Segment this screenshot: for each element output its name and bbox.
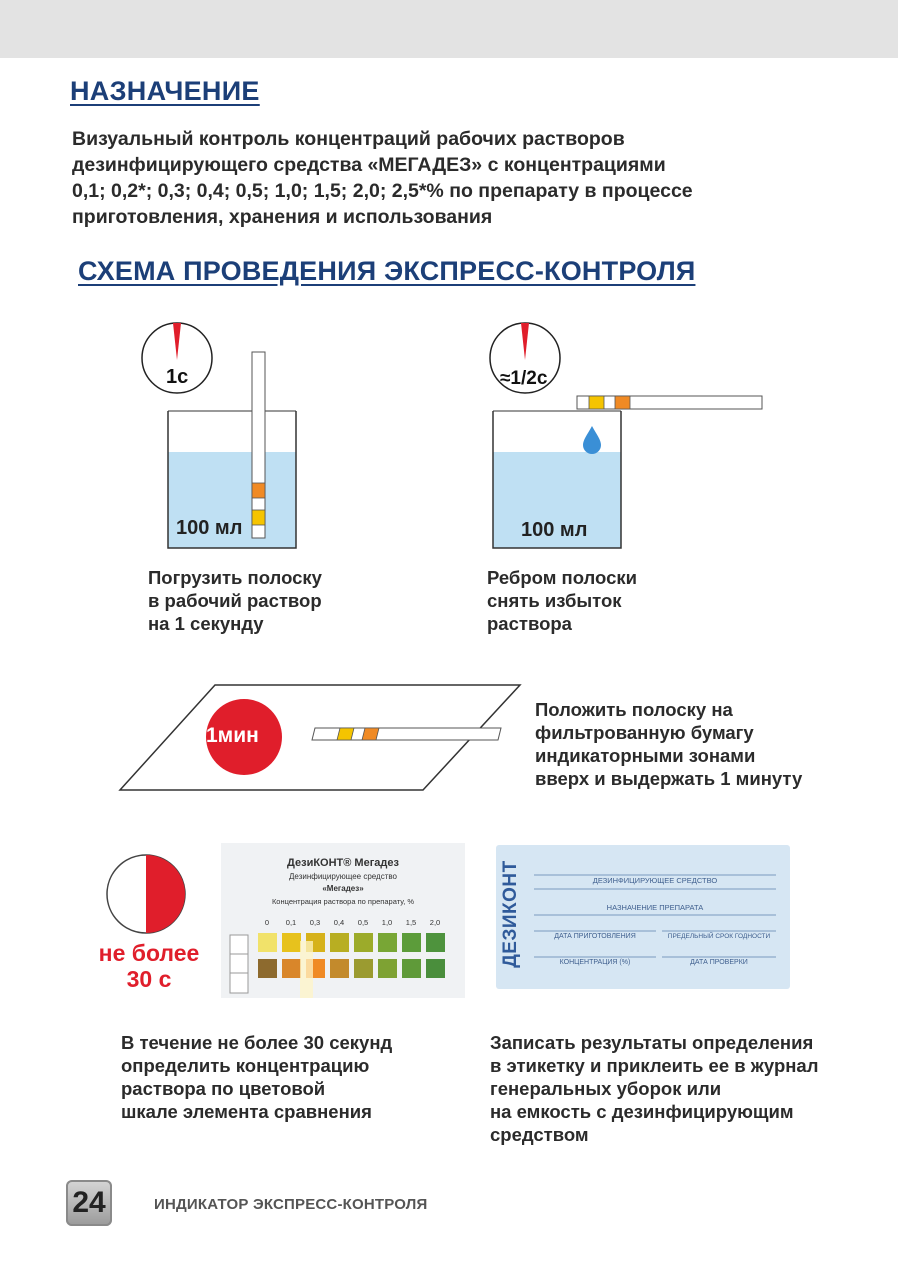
caption-line: Записать результаты определения — [490, 1032, 814, 1053]
scale-value: 0,3 — [309, 918, 321, 927]
color-swatch-grid — [229, 933, 445, 998]
footer-title: ИНДИКАТОР ЭКСПРЕСС-КОНТРОЛЯ — [154, 1196, 428, 1213]
caption-line: средством — [490, 1124, 589, 1145]
beaker-outline — [492, 411, 622, 549]
label-card: ДЕЗИКОНТ ДЕЗИНФИЦИРУЮЩЕЕ СРЕДСТВО НАЗНАЧ… — [496, 845, 790, 989]
caption-line: на емкость с дезинфицирующим — [490, 1101, 794, 1122]
step1-volume: 100 мл — [176, 517, 243, 539]
caption-line: снять избыток — [487, 590, 622, 611]
strip-zone-orange — [614, 395, 631, 410]
caption-line: раствора по цветовой — [121, 1078, 326, 1099]
step1-caption: Погрузить полоску в рабочий раствор на 1… — [148, 566, 322, 635]
step2-timer-label: ≈1/2с — [500, 368, 548, 389]
drop-icon — [583, 426, 601, 454]
timer-circle — [206, 699, 282, 775]
caption-line: Положить полоску на — [535, 699, 733, 720]
step2-caption: Ребром полоски снять избыток раствора — [487, 566, 637, 635]
scale-card-subtitle: «Мегадез» — [322, 884, 364, 893]
beaker-liquid — [168, 452, 296, 548]
step1-timer-label: 1с — [166, 366, 189, 388]
scale-value: 0,1 — [285, 918, 297, 927]
step3-caption: Положить полоску на фильтрованную бумагу… — [535, 698, 802, 790]
label-field: ДАТА ПРИГОТОВЛЕНИЯ — [554, 933, 636, 940]
step5-caption: Записать результаты определения в этикет… — [490, 1031, 818, 1146]
step3-illustration — [118, 684, 522, 791]
label-field: КОНЦЕНТРАЦИЯ (%) — [559, 959, 631, 966]
caption-line: на 1 секунду — [148, 613, 264, 634]
strip-zone-orange — [361, 727, 380, 741]
caption-line: в этикетку и приклеить ее в журнал — [490, 1055, 819, 1076]
caption-line: вверх и выдержать 1 минуту — [535, 768, 803, 789]
half-clock-icon — [106, 854, 186, 934]
section-title-scheme: СХЕМА ПРОВЕДЕНИЯ ЭКСПРЕСС-КОНТРОЛЯ — [78, 256, 696, 286]
caption-line: фильтрованную бумагу — [535, 722, 754, 743]
scale-value: 0 — [264, 918, 270, 927]
caption-line: определить концентрацию — [121, 1055, 370, 1076]
time-limit-line: не более — [98, 940, 200, 966]
caption-line: индикаторными зонами — [535, 745, 756, 766]
step4-caption: В течение не более 30 секунд определить … — [121, 1031, 392, 1123]
section-title-purpose: НАЗНАЧЕНИЕ — [70, 76, 260, 106]
scale-value: 2,0 — [429, 918, 441, 927]
step3-timer-label: 1мин — [206, 724, 259, 747]
caption-line: шкале элемента сравнения — [121, 1101, 372, 1122]
purpose-line: приготовления, хранения и использования — [72, 206, 493, 228]
purpose-text: Визуальный контроль концентраций рабочих… — [72, 126, 772, 230]
scale-value: 0,5 — [357, 918, 369, 927]
caption-line: Ребром полоски — [487, 567, 638, 588]
caption-line: В течение не более 30 секунд — [121, 1032, 393, 1053]
page-number: 24 — [66, 1180, 112, 1226]
strip-zone-yellow — [588, 395, 605, 410]
strip-zone-yellow — [336, 727, 355, 741]
test-strip — [576, 395, 763, 410]
scale-value: 1,5 — [405, 918, 417, 927]
label-field: ДАТА ПРОВЕРКИ — [690, 959, 748, 966]
caption-line: в рабочий раствор — [148, 590, 322, 611]
scale-value: 0,4 — [333, 918, 345, 927]
stopwatch-hand — [521, 323, 529, 360]
caption-line: Погрузить полоску — [148, 567, 322, 588]
purpose-line: Визуальный контроль концентраций рабочих… — [72, 128, 625, 150]
time-limit: не более 30 с — [94, 940, 204, 992]
top-bar — [0, 0, 898, 58]
scale-card-subtitle: Концентрация раствора по препарату, % — [271, 897, 415, 906]
strip-zone-orange — [251, 482, 266, 499]
purpose-line: дезинфицирующего средства «МЕГАДЕЗ» с ко… — [72, 154, 666, 176]
beaker-outline — [167, 411, 297, 549]
label-field: ДЕЗИНФИЦИРУЮЩЕЕ СРЕДСТВО — [592, 876, 718, 885]
scale-card-subtitle: Дезинфицирующее средство — [289, 872, 397, 881]
beaker-liquid — [493, 452, 621, 548]
strip-zone-yellow — [251, 509, 266, 526]
caption-line: раствора — [487, 613, 572, 634]
color-scale-card: ДезиКОНТ® Мегадез Дезинфицирующее средст… — [221, 843, 465, 998]
label-field: НАЗНАЧЕНИЕ ПРЕПАРАТА — [606, 903, 704, 912]
scale-value: 1,0 — [381, 918, 393, 927]
purpose-line: 0,1; 0,2*; 0,3; 0,4; 0,5; 1,0; 1,5; 2,0;… — [72, 180, 693, 202]
caption-line: генеральных уборок или — [490, 1078, 722, 1099]
scale-card-title: ДезиКОНТ® Мегадез — [287, 857, 399, 869]
test-strip — [311, 727, 502, 741]
step2-volume: 100 мл — [521, 519, 588, 541]
stopwatch-hand — [173, 323, 181, 360]
label-field: ПРЕДЕЛЬНЫЙ СРОК ГОДНОСТИ — [667, 933, 771, 940]
step2-illustration — [489, 322, 763, 549]
time-limit-line: 30 с — [126, 966, 172, 992]
label-lines — [534, 874, 776, 958]
step1-illustration — [141, 322, 297, 549]
